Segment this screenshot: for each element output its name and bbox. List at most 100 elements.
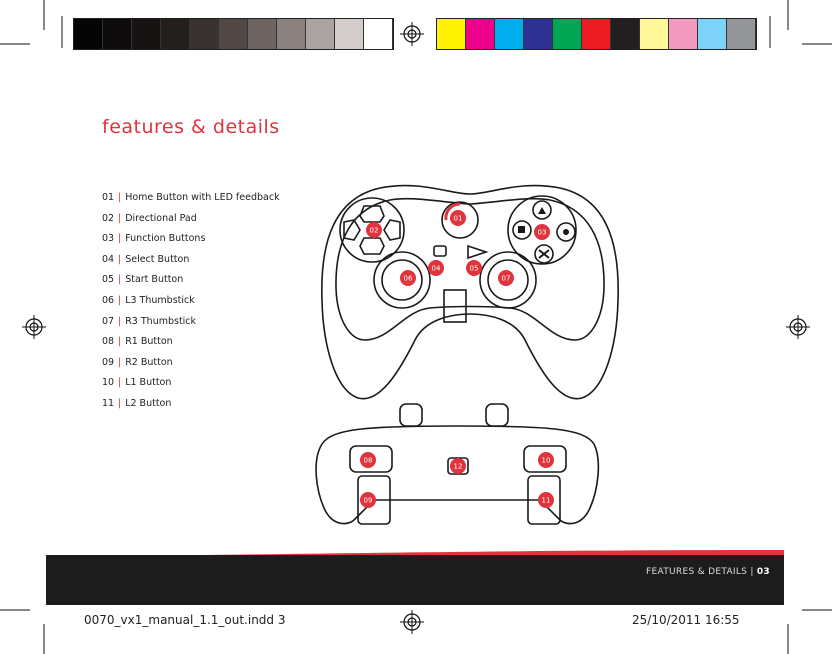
feature-separator: |: [118, 377, 122, 389]
feature-item: 01|Home Button with LED feedback: [102, 192, 280, 213]
page-title: features & details: [102, 116, 280, 138]
color-swatch: [727, 19, 756, 49]
feature-separator: |: [118, 274, 122, 286]
feature-number: 07: [102, 315, 115, 327]
feature-label: L2 Button: [125, 397, 172, 409]
feature-separator: |: [118, 356, 122, 368]
feature-item: 11|L2 Button: [102, 398, 280, 419]
feature-item: 07|R3 Thumbstick: [102, 316, 280, 337]
gray-swatch: [306, 19, 335, 49]
callout-badge: 10: [538, 452, 554, 468]
gray-swatch: [364, 19, 393, 49]
feature-item: 03|Function Buttons: [102, 233, 280, 254]
callout-badge: 06: [400, 270, 416, 286]
feature-number: 05: [102, 274, 115, 286]
color-swatch: [437, 19, 466, 49]
feature-separator: |: [118, 336, 122, 348]
feature-label: Start Button: [125, 274, 184, 286]
svg-text:07: 07: [502, 275, 511, 283]
feature-item: 06|L3 Thumbstick: [102, 295, 280, 316]
feature-label: Function Buttons: [125, 233, 206, 245]
slug-date: 25/10/2011 16:55: [632, 613, 740, 627]
gray-color-bar: [73, 18, 394, 50]
feature-item: 04|Select Button: [102, 254, 280, 275]
feature-number: 11: [102, 397, 115, 409]
svg-text:04: 04: [432, 265, 441, 273]
feature-label: Home Button with LED feedback: [125, 192, 280, 203]
gamepad-rear-view: 08 09 10 11 12: [315, 403, 600, 525]
feature-number: 01: [102, 192, 115, 203]
feature-label: Directional Pad: [125, 212, 197, 224]
color-swatch: [466, 19, 495, 49]
registration-target-icon: [400, 22, 424, 46]
footer-section-label: FEATURES & DETAILS | 03: [646, 567, 770, 577]
feature-label: R1 Button: [125, 336, 173, 348]
feature-separator: |: [118, 253, 122, 265]
footer-accent-line: [46, 550, 784, 556]
callout-badge: 03: [534, 224, 550, 240]
svg-text:01: 01: [454, 215, 463, 223]
color-swatch: [698, 19, 727, 49]
callout-badge: 09: [360, 492, 376, 508]
feature-label: L1 Button: [125, 377, 172, 389]
gamepad-top-view: 01 02 03 04 05 06 07: [321, 184, 619, 400]
color-swatch: [669, 19, 698, 49]
svg-text:10: 10: [542, 457, 551, 465]
svg-text:11: 11: [542, 497, 551, 505]
feature-number: 02: [102, 212, 115, 224]
feature-item: 02|Directional Pad: [102, 213, 280, 234]
feature-number: 10: [102, 377, 115, 389]
svg-text:05: 05: [470, 265, 479, 273]
svg-text:12: 12: [454, 463, 463, 471]
registration-target-icon: [400, 610, 424, 634]
color-swatch: [640, 19, 669, 49]
feature-separator: |: [118, 233, 122, 245]
callout-badge: 07: [498, 270, 514, 286]
gray-swatch: [74, 19, 103, 49]
feature-separator: |: [118, 212, 122, 224]
feature-label: R3 Thumbstick: [125, 315, 197, 327]
gray-swatch: [190, 19, 219, 49]
registration-target-icon: [786, 315, 810, 339]
feature-item: 08|R1 Button: [102, 336, 280, 357]
footer-bar: FEATURES & DETAILS | 03: [46, 555, 784, 605]
gray-swatch: [219, 19, 248, 49]
page-number: 03: [756, 567, 770, 577]
gray-swatch: [132, 19, 161, 49]
svg-text:09: 09: [364, 497, 373, 505]
svg-text:02: 02: [370, 227, 379, 235]
feature-label: R2 Button: [125, 356, 173, 368]
callout-badge: 05: [466, 260, 482, 276]
gray-swatch: [161, 19, 190, 49]
color-swatch: [553, 19, 582, 49]
feature-separator: |: [118, 315, 122, 327]
color-swatch: [524, 19, 553, 49]
callout-badge: 12: [450, 458, 466, 474]
feature-separator: |: [118, 192, 122, 203]
callout-badge: 01: [450, 210, 466, 226]
feature-separator: |: [118, 397, 122, 409]
feature-number: 08: [102, 336, 115, 348]
feature-number: 09: [102, 356, 115, 368]
process-color-bar: [436, 18, 757, 50]
gray-swatch: [248, 19, 277, 49]
feature-number: 06: [102, 294, 115, 306]
gray-swatch: [335, 19, 364, 49]
color-swatch: [611, 19, 640, 49]
feature-label: L3 Thumbstick: [125, 294, 195, 306]
feature-item: 05|Start Button: [102, 274, 280, 295]
callout-badge: 08: [360, 452, 376, 468]
svg-text:03: 03: [538, 229, 547, 237]
callout-badge: 11: [538, 492, 554, 508]
slug-filename: 0070_vx1_manual_1.1_out.indd 3: [84, 613, 286, 627]
gray-swatch: [277, 19, 306, 49]
callout-badge: 04: [428, 260, 444, 276]
feature-item: 10|L1 Button: [102, 377, 280, 398]
feature-number: 04: [102, 253, 115, 265]
feature-separator: |: [118, 294, 122, 306]
svg-text:08: 08: [364, 457, 373, 465]
callout-badge: 02: [366, 222, 382, 238]
gray-swatch: [103, 19, 132, 49]
